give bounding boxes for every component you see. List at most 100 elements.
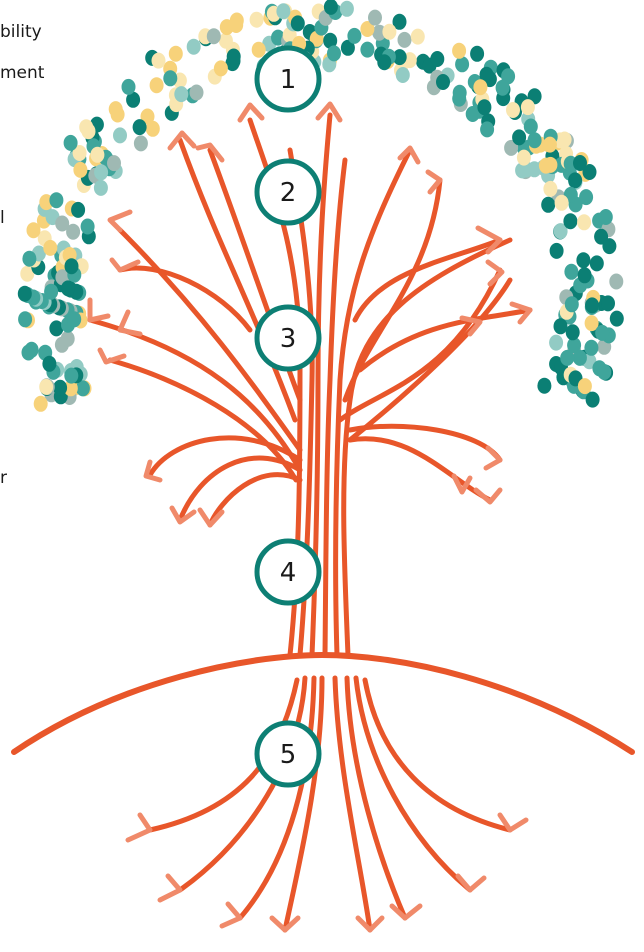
leaf-dot xyxy=(398,32,412,48)
step-marker-4: 4 xyxy=(257,541,319,603)
trunk-lines xyxy=(90,115,530,930)
leaf-dot xyxy=(187,39,201,55)
leaf-dot xyxy=(543,181,557,197)
leaf-dot xyxy=(473,79,487,95)
leaf-dot xyxy=(61,280,75,296)
leaf-dot xyxy=(79,119,93,135)
marker-number: 2 xyxy=(280,178,297,208)
leaf-dot xyxy=(517,150,531,166)
leaf-dot xyxy=(22,251,36,267)
leaf-dot xyxy=(81,219,95,235)
leaf-dot xyxy=(133,119,147,135)
leaf-dot xyxy=(453,85,467,101)
leaf-dot xyxy=(42,356,56,372)
leaf-dot xyxy=(107,155,121,171)
leaf-dot xyxy=(43,240,57,256)
leaf-dot xyxy=(578,378,592,394)
leaf-dot xyxy=(577,214,591,230)
leaf-dot xyxy=(49,192,63,208)
leaf-dot xyxy=(34,396,48,412)
leaf-dot xyxy=(568,172,582,188)
leaf-dot xyxy=(558,132,572,148)
leaf-dot xyxy=(609,274,623,290)
leaf-dot xyxy=(455,56,469,72)
leaf-dot xyxy=(368,10,382,26)
leaf-dot xyxy=(549,335,563,351)
leaf-dot xyxy=(214,60,228,76)
leaf-dot xyxy=(480,121,494,137)
leaf-dot xyxy=(506,102,520,118)
marker-number: 4 xyxy=(280,558,297,588)
leaf-dot xyxy=(134,135,148,151)
leaf-dot xyxy=(250,12,264,28)
leaf-dot xyxy=(560,350,574,366)
leaf-dot xyxy=(67,311,81,327)
leaf-dot xyxy=(90,147,104,163)
leaf-dot xyxy=(566,324,580,340)
leaf-dot xyxy=(55,216,69,232)
leaf-dot xyxy=(586,392,600,408)
leaf-dot xyxy=(382,24,396,40)
leaf-dot xyxy=(573,155,587,171)
step-marker-3: 3 xyxy=(257,307,319,369)
leaf-dot xyxy=(543,137,557,153)
leaf-dot xyxy=(113,127,127,143)
leaf-dot xyxy=(512,129,526,145)
leaf-dot xyxy=(53,380,67,396)
leaf-dot xyxy=(73,162,87,178)
leaf-dot xyxy=(470,46,484,62)
leaf-dot xyxy=(163,70,177,86)
leaf-dot xyxy=(576,252,590,268)
leaf-dot xyxy=(602,238,616,254)
leaf-dot xyxy=(61,331,75,347)
leaf-dot xyxy=(65,258,79,274)
leaf-dot xyxy=(524,119,538,135)
leaf-dot xyxy=(537,378,551,394)
step-marker-1: 1 xyxy=(257,48,319,110)
leaf-dot xyxy=(340,1,354,17)
leaf-dot xyxy=(39,379,53,395)
leaf-dot xyxy=(64,368,78,384)
leaf-dot xyxy=(585,297,599,313)
leaf-dot xyxy=(207,28,221,44)
leaf-dot xyxy=(152,53,166,69)
leaf-dot xyxy=(430,51,444,67)
leaf-dot xyxy=(169,46,183,62)
leaf-dot xyxy=(25,342,39,358)
leaf-dot xyxy=(94,164,108,180)
step-marker-2: 2 xyxy=(257,161,319,223)
leaf-dot xyxy=(377,54,391,70)
leaf-dot xyxy=(578,267,592,283)
marker-number: 3 xyxy=(280,324,297,354)
leaf-dot xyxy=(599,209,613,225)
leaf-dot xyxy=(252,42,266,58)
leaf-dot xyxy=(541,197,555,213)
leaf-dot xyxy=(573,350,587,366)
leaf-dot xyxy=(327,45,341,61)
leaf-dot xyxy=(563,213,577,229)
leaf-dot xyxy=(396,67,410,83)
leaf-dot xyxy=(190,85,204,101)
leaf-dot xyxy=(601,295,615,311)
leaf-dot xyxy=(122,79,136,95)
leaf-dot xyxy=(590,255,604,271)
leaf-dot xyxy=(565,296,579,312)
leaf-dot xyxy=(521,99,535,115)
marker-number: 1 xyxy=(280,65,297,95)
leaf-dot xyxy=(554,318,568,334)
leaf-dot xyxy=(71,202,85,218)
marker-number: 5 xyxy=(280,740,297,770)
leaf-dot xyxy=(94,180,108,196)
step-marker-5: 5 xyxy=(257,723,319,785)
leaf-dot xyxy=(595,325,609,341)
leaf-dot xyxy=(555,195,569,211)
leaf-dot xyxy=(44,284,58,300)
leaf-dot xyxy=(276,3,290,19)
leaf-dot xyxy=(452,43,466,59)
leaf-dot xyxy=(543,157,557,173)
leaf-dot xyxy=(528,132,542,148)
leaf-dot xyxy=(496,80,510,96)
leaf-dot xyxy=(550,243,564,259)
leaf-dot xyxy=(436,74,450,90)
leaf-dot xyxy=(360,42,374,58)
